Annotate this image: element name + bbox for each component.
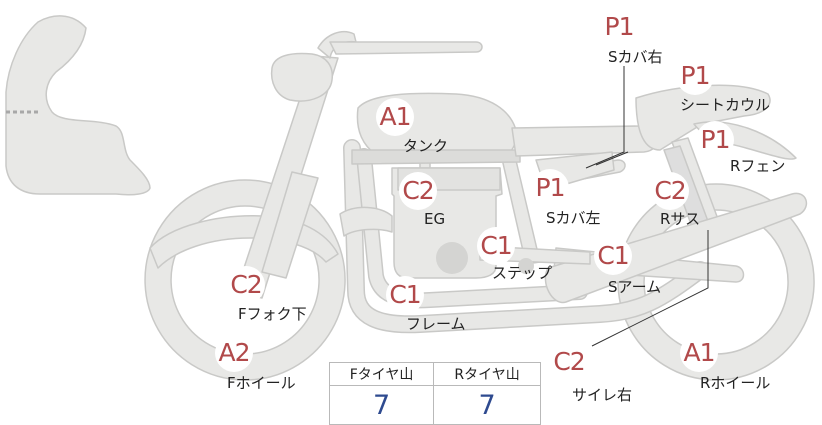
- part-label: Rサス: [660, 210, 701, 228]
- steering-shape: [329, 41, 483, 55]
- part-label: Sアーム: [608, 278, 662, 296]
- seat-shape: [511, 125, 658, 157]
- rear-tire-header: Rタイヤ山: [433, 362, 541, 386]
- part-label: フレーム: [406, 315, 466, 333]
- part-label: Sカバ右: [608, 48, 663, 66]
- part-label: Fフォク下: [238, 305, 307, 323]
- muffler-shape: [544, 192, 808, 304]
- grade-badge: C1: [594, 237, 632, 275]
- part-label: サイレ右: [572, 386, 633, 404]
- part-label: Sカバ左: [546, 209, 601, 227]
- grade-badge: C2: [399, 172, 437, 210]
- grade-badge: A1: [680, 334, 718, 372]
- front-fork-inner-shape: [261, 171, 319, 279]
- grade-badge: C2: [550, 343, 588, 381]
- part-label: Fホイール: [227, 374, 296, 392]
- grade-badge: P1: [531, 169, 569, 207]
- grade-badge: C2: [227, 266, 265, 304]
- grade-badge: A2: [215, 334, 253, 372]
- leader-lines: [585, 66, 709, 347]
- headlight-shape: [270, 52, 334, 102]
- grade-badge: C2: [651, 172, 689, 210]
- grade-badge: P1: [600, 8, 638, 46]
- grade-badge: C1: [386, 276, 424, 314]
- front-tire-value: 7: [328, 385, 435, 425]
- part-label: Rホイール: [700, 374, 771, 392]
- grade-badge: P1: [676, 57, 714, 95]
- grade-badge: P1: [696, 121, 734, 159]
- tire-tread-table: Fタイヤ山 Rタイヤ山 7 7: [328, 362, 541, 425]
- part-label: シートカウル: [680, 96, 771, 114]
- front-tire-header: Fタイヤ山: [328, 362, 435, 386]
- part-label: タンク: [403, 137, 449, 155]
- grade-badge: C1: [477, 227, 515, 265]
- part-label: EG: [424, 210, 446, 228]
- rear-tire-value: 7: [433, 385, 541, 425]
- part-label: Rフェン: [730, 157, 786, 175]
- part-label: ステップ: [492, 264, 553, 282]
- grade-badge: A1: [376, 98, 414, 136]
- front-cowl-shape: [5, 15, 151, 196]
